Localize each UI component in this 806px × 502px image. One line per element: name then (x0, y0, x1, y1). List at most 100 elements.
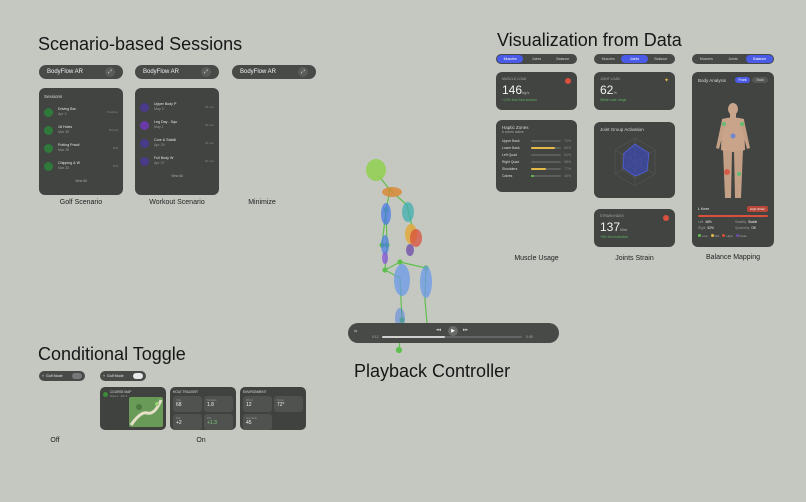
stat-key: Symmetry (735, 225, 750, 230)
tab-muscles[interactable]: Muscles (497, 55, 524, 63)
skeleton-toggle-icon[interactable]: ⌗ (354, 329, 358, 335)
zone-bar-fill (531, 175, 534, 177)
legend-label: Low (702, 233, 708, 238)
haptic-title: Haptic Zones (502, 125, 529, 130)
forward-icon[interactable]: ▸▸ (463, 327, 469, 333)
rewind-icon[interactable]: ◂◂ (436, 327, 442, 333)
session-name: Full Body W (154, 156, 174, 160)
session-meta: 50 min (204, 123, 214, 127)
body-analysis-card: Body Analysis Front Back L Knee High Str… (692, 72, 774, 247)
tab-balance[interactable]: Balance (746, 55, 774, 63)
metric-label: MUSCLE LOAD (502, 77, 527, 81)
expand-icon[interactable]: ⤢ (298, 67, 308, 77)
view-all-link[interactable]: View All (171, 174, 183, 178)
radar-chart (614, 137, 656, 187)
tab-joints[interactable]: Joints (728, 57, 738, 61)
joint-load-card: JOINT LOAD 62% Within safe range ✦ (594, 72, 675, 110)
legend-item: Peak (735, 234, 746, 238)
alert-badge: High Strain (747, 206, 768, 212)
zone-value: 40% (564, 174, 571, 178)
golf-mode-toggle-on[interactable]: ⌖ Golf Mode (100, 371, 146, 381)
viz-tabs-balance[interactable]: Muscles Joints Balance (692, 54, 774, 64)
app-pill-minimized[interactable]: BodyFlow AR ⤢ (232, 65, 316, 79)
zone-bar-fill (531, 147, 555, 149)
tab-joints[interactable]: Joints (621, 55, 648, 63)
session-meta: Drill (112, 164, 118, 168)
tab-muscles[interactable]: Muscles (601, 57, 615, 61)
tab-joints[interactable]: Joints (531, 57, 542, 61)
haptic-zone-row[interactable]: Calves 40% (502, 174, 571, 178)
app-pill-golf[interactable]: BodyFlow AR ⤢ (39, 65, 123, 79)
tab-muscles[interactable]: Muscles (699, 57, 713, 61)
expand-icon[interactable]: ⤢ (105, 67, 115, 77)
golf-session-icon (44, 161, 53, 171)
stat-value: 68 (176, 402, 182, 408)
view-all-link[interactable]: View All (75, 179, 87, 183)
zone-name: Calves (502, 174, 513, 178)
stat-value: 48% (705, 219, 712, 224)
workout-session-icon (140, 120, 149, 130)
play-icon[interactable]: ▶ (448, 326, 458, 336)
caption-off: Off (50, 437, 60, 444)
toggle-knob[interactable] (133, 373, 143, 379)
stat-value: 45 (246, 420, 252, 426)
stat-key: Left (698, 219, 704, 224)
legend-label: Mid (714, 233, 720, 238)
viz-tabs-muscles[interactable]: Muscles Joints Balance (496, 54, 577, 64)
environment-title: ENVIRONMENT (243, 390, 267, 394)
app-pill-workout[interactable]: BodyFlow AR ⤢ (135, 65, 219, 79)
golf-mode-toggle-off[interactable]: ⌖ Golf Mode (39, 371, 85, 381)
toggle-knob[interactable] (72, 373, 82, 379)
tab-balance[interactable]: Balance (556, 57, 570, 61)
section-title-scenario: Scenario-based Sessions (38, 34, 243, 54)
scrubber-track[interactable] (382, 336, 522, 338)
view-front-button[interactable]: Front (734, 77, 751, 83)
golf-session-icon (44, 107, 53, 117)
muscle-load-card: MUSCLE LOAD 146kg/s +12% from last sessi… (496, 72, 577, 110)
course-map-image[interactable] (129, 397, 163, 427)
view-back-button[interactable]: Back (752, 77, 768, 83)
tab-balance[interactable]: Balance (654, 57, 668, 61)
zone-name: Right Quad (502, 160, 520, 164)
zone-bar (531, 168, 561, 170)
session-date: Mar 28 (58, 148, 70, 152)
session-meta: Drill (112, 146, 118, 150)
body-analysis-title: Body Analysis (698, 77, 727, 83)
session-name: Putting Practi (58, 143, 80, 147)
zone-bar (531, 154, 561, 156)
session-name: Leg Day - Squ (154, 120, 177, 124)
viz-tabs-joints[interactable]: Muscles Joints Balance (594, 54, 675, 64)
caption-on: On (196, 437, 206, 444)
expand-icon[interactable]: ⤢ (201, 67, 211, 77)
zone-value: 72% (564, 139, 571, 143)
course-map-title: COURSE MAP (110, 390, 132, 394)
sparkle-icon: ✦ (663, 78, 669, 84)
zone-value: 77% (564, 167, 571, 171)
caption-balance-mapping: Balance Mapping (705, 254, 761, 261)
body-figure (716, 103, 750, 198)
stat-value: 52% (707, 225, 714, 230)
